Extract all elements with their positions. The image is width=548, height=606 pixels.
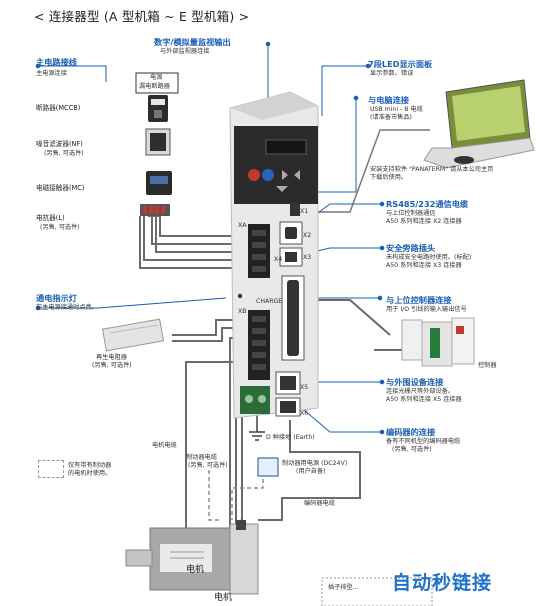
bottom-box-label: 插子排型... [328,584,359,591]
power-wires [139,190,271,269]
bottom-info-box [321,577,433,606]
brake-power-icon [257,457,279,477]
main-circuit-title: 主电路接线 [36,57,77,67]
power-source-box [135,72,179,94]
encoder-cable-line [258,420,361,521]
ext-device-sub1: 连接光栅尺等外部设备。 [386,388,455,395]
legend-note-line2: 的电机时使用。 [68,470,112,477]
regen-resistor-sub: (另售, 可选件) [92,362,132,369]
pc-connect-sub1: USB mini - B 电缆 [370,106,423,113]
pc-cable [298,129,430,213]
brake-cable-sub: (另售, 可选件) [188,462,228,469]
contactor-icon [146,171,172,195]
led-panel-sub: 显示参数、错误 [370,70,414,77]
resistor-icon [101,318,165,352]
x5-label: X5 [300,384,309,391]
pc-connect-sub2: (请准备市售品) [370,114,412,121]
host-controller-sub: 用于 I/O 引线的输入输出信号 [386,306,467,313]
motor-cable-label: 电机电缆 [152,442,177,449]
digital-monitor-sub: 与外部监视器连接 [160,48,210,55]
x1-label: X1 [300,208,309,215]
brake-power-label: 制动器用电源 (DC24V) [282,460,348,467]
x2-label: X2 [303,232,312,239]
ext-device-title: 与外围设备连接 [386,377,444,387]
regen-resistor-label: 再生电阻器 [96,354,127,361]
x6-label: X6 [300,410,309,417]
mccb-label: 断路器(MCCB) [36,104,81,112]
brake-power-sub: (用户自备) [296,468,326,475]
safety-title: 安全旁路插头 [386,243,436,253]
reactor-label: 电抗器(L) [36,214,65,222]
noise-filter-label: 噪音滤波器(NF) [36,140,83,148]
controller-label: 控制器 [478,362,497,369]
page-title: < 连接器型 (A 型机箱 ~ E 型机箱) > [34,9,250,24]
ground-label: D 种接地 (Earth) [266,434,315,441]
brake-dashed-lines [208,470,264,521]
setup-software-line2: 下载后使用。 [370,174,408,181]
contactor-label: 电磁接触器(MC) [36,184,85,192]
noise-filter-sub: (另售, 可选件) [44,150,84,157]
xa-label: XA [238,222,247,229]
pc-connect-title: 与电脑连接 [368,95,409,105]
setup-software-line1: 安装支持软件 "PANATERM" 请从本公司主页 [370,166,494,173]
leader-lines [35,41,385,435]
rs485-title: RS485/232通信电缆 [386,199,469,209]
mccb-icon [148,95,168,122]
power-indicator-sub: 在主电源接通时点亮。 [36,304,98,311]
host-controller-title: 与上位控制器连接 [386,295,452,305]
safety-sub1: 未构成安全电路时使用。(标配) [386,254,472,261]
ext-device-sub2: A50 系列和连接 X5 连接器 [386,396,462,403]
motor-label: 电机 [214,593,233,603]
encoder-title: 编码器的连接 [386,427,436,437]
motor-inline-label: 电机 [186,565,205,575]
servo-drive [229,91,319,419]
rs485-sub2: A50 系列和连接 X2 连接器 [386,218,462,225]
laptop-icon [423,79,535,169]
brake-cable-label: 制动器电缆 [186,454,217,461]
reactor-sub: (另售, 可选件) [40,224,80,231]
reactor-icon [140,204,170,216]
safety-sub2: A50 系列和连接 X3 连接器 [386,262,462,269]
noise-filter-icon [145,128,171,156]
charge-label: CHARGE [256,298,283,305]
watermark-text: 自动秒链接 [392,572,493,594]
power-indicator-title: 通电指示灯 [36,293,77,303]
legend-dashed-box [38,460,64,478]
digital-monitor-title: 数字/模拟量监视输出 [154,37,231,47]
led-panel-title: 7段LED显示面板 [368,59,433,69]
xb-label: XB [238,308,247,315]
power-box-line2: 漏电断路器 [139,83,170,90]
controller-icon [401,317,475,367]
encoder-sub2: (另售, 可选件) [392,446,432,453]
encoder-sub1: 备有不同机型的编码器电缆 [386,438,461,445]
legend-note-line1: 仅有带有制动器 [68,462,112,469]
power-box-line1: 电源 [150,74,163,81]
x3-label: X3 [303,254,312,261]
motor-icon [125,520,259,595]
rs485-sub1: 与上位控制器通信 [386,210,436,217]
encoder-cable-label: 编码器电缆 [304,500,335,507]
x4-label: X4 [274,256,283,263]
main-circuit-sub: 主电源连接 [36,70,67,77]
